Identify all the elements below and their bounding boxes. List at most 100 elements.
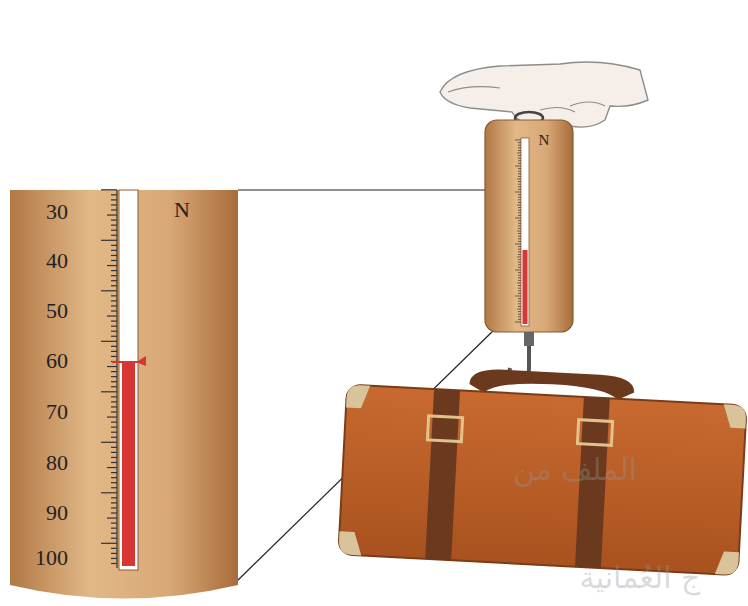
- scale-tick: [111, 305, 117, 306]
- scale-tick: [111, 371, 117, 372]
- scale-tick: [107, 265, 117, 266]
- scale-tick: [518, 288, 521, 289]
- scale-tick: [111, 220, 117, 221]
- scale-tick: [111, 376, 117, 377]
- scale-tick: [518, 246, 521, 247]
- scale-tick: [518, 158, 521, 159]
- spring-balance: [485, 120, 573, 332]
- scale-tick: [518, 228, 521, 229]
- scale-tick: [111, 538, 117, 539]
- scale-tick: [111, 457, 117, 458]
- scale-number: 50: [46, 300, 68, 322]
- scale-tick: [518, 290, 521, 291]
- scale-tick: [517, 231, 521, 232]
- scale-tick: [111, 204, 117, 205]
- scale-tick: [518, 163, 521, 164]
- pointer-bar: [122, 362, 135, 566]
- scale-tick: [518, 298, 521, 299]
- scale-tick: [111, 558, 117, 559]
- scale-tick: [518, 189, 521, 190]
- suitcase: [338, 362, 748, 576]
- scale-tick: [518, 202, 521, 203]
- zoomed-scale: [10, 190, 238, 599]
- scale-tick: [101, 341, 117, 342]
- scale-tick: [111, 275, 117, 276]
- scale-tick: [518, 306, 521, 307]
- scale-tick: [107, 315, 117, 316]
- scale-tick: [111, 285, 117, 286]
- scale-tick: [518, 186, 521, 187]
- scale-tick: [518, 316, 521, 317]
- scale-tick: [101, 290, 117, 291]
- scale-tick: [101, 391, 117, 392]
- scale-tick: [111, 497, 117, 498]
- scale-tick: [518, 241, 521, 242]
- scale-tick: [111, 447, 117, 448]
- scale-number: 80: [46, 452, 68, 474]
- scale-tick: [518, 293, 521, 294]
- scale-tick: [518, 212, 521, 213]
- scale-tick: [111, 235, 117, 236]
- scale-tick: [518, 168, 521, 169]
- scale-tick: [111, 502, 117, 503]
- scale-number: 40: [46, 250, 68, 272]
- scale-tick: [518, 207, 521, 208]
- scale-tick: [111, 472, 117, 473]
- scale-tick: [111, 310, 117, 311]
- hand: [440, 62, 648, 129]
- scale-tick: [111, 321, 117, 322]
- pointer-marker: [112, 356, 146, 366]
- scale-tick: [111, 477, 117, 478]
- scale-tick: [515, 218, 521, 219]
- scale-tick: [518, 285, 521, 286]
- scale-tick: [517, 257, 521, 258]
- scale-tick: [111, 386, 117, 387]
- scale-tick: [518, 254, 521, 255]
- scale-tick: [517, 309, 521, 310]
- scale-tick: [111, 225, 117, 226]
- scale-tick: [111, 422, 117, 423]
- scale-tick: [111, 346, 117, 347]
- scale-tick: [518, 181, 521, 182]
- scale-tick: [111, 331, 117, 332]
- scale-tick: [518, 194, 521, 195]
- scale-tick: [111, 209, 117, 210]
- scale-tick: [518, 233, 521, 234]
- scale-tick: [518, 236, 521, 237]
- scale-tick: [111, 351, 117, 352]
- scale-tick: [111, 548, 117, 549]
- scale-tick: [518, 176, 521, 177]
- scale-tick: [517, 205, 521, 206]
- scale-tick: [111, 522, 117, 523]
- scale-tick: [518, 275, 521, 276]
- scale-tick: [107, 467, 117, 468]
- scale-tick: [111, 427, 117, 428]
- scale-tick: [111, 336, 117, 337]
- scale-tick: [515, 296, 521, 297]
- unit-label: N: [539, 133, 550, 148]
- scale-tick: [111, 255, 117, 256]
- scale-tick: [111, 300, 117, 301]
- scale-tick: [518, 142, 521, 143]
- scale-tick: [518, 160, 521, 161]
- scale-tick: [518, 262, 521, 263]
- scale-tick: [101, 240, 117, 241]
- scale-number: 70: [46, 401, 68, 423]
- scale-tick: [518, 277, 521, 278]
- scale-tick: [515, 244, 521, 245]
- scale-tick: [518, 145, 521, 146]
- scale-tick: [101, 543, 117, 544]
- scale-tick: [518, 197, 521, 198]
- scale-tick: [518, 150, 521, 151]
- scale-tick: [111, 437, 117, 438]
- scale-tick: [111, 260, 117, 261]
- scale-tick: [518, 199, 521, 200]
- pointer-bar: [523, 250, 528, 324]
- scale-ticks: [101, 190, 117, 564]
- scale-tick: [515, 270, 521, 271]
- scale-tick: [111, 563, 117, 564]
- scale-tick: [111, 396, 117, 397]
- scale-tick: [518, 264, 521, 265]
- scale-tick: [518, 171, 521, 172]
